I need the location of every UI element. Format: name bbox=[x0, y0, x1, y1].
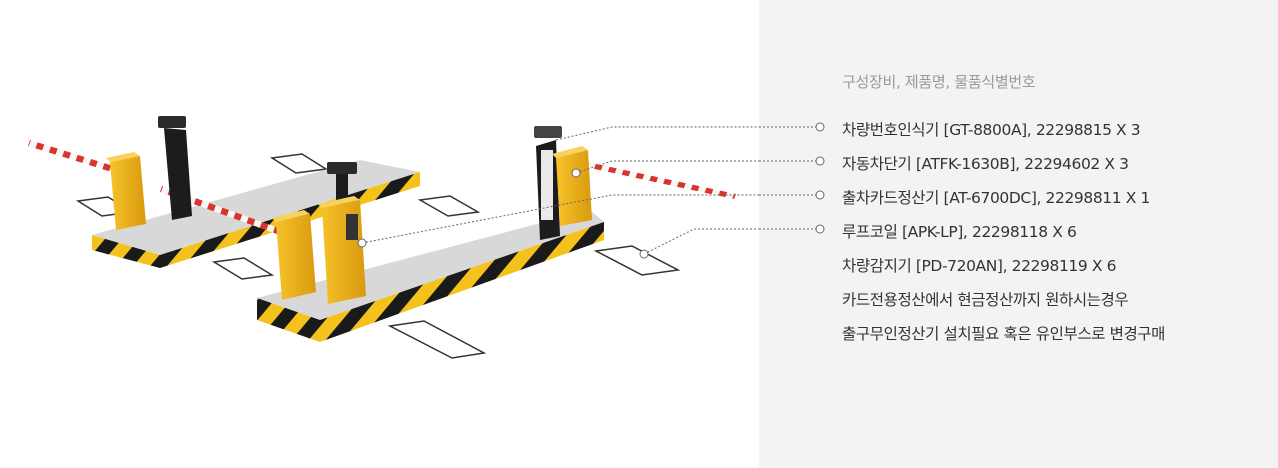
barrier-cabinet bbox=[552, 146, 592, 226]
plate-recognition-camera bbox=[327, 162, 357, 202]
plate-recognition-camera bbox=[158, 116, 192, 220]
barrier-cabinet bbox=[106, 152, 146, 230]
barrier-cabinet bbox=[272, 210, 316, 300]
barrier-arm bbox=[28, 140, 736, 238]
spec-note-2: 출구무인정산기 설치필요 혹은 유인부스로 변경구매 bbox=[842, 325, 1166, 343]
panel-leader-lines bbox=[759, 126, 816, 230]
spec-item-plate-recognizer: 차량번호인식기 [GT-8800A], 22298815 X 3 bbox=[842, 121, 1141, 139]
plate-recognition-camera bbox=[534, 126, 562, 240]
panel-title: 구성장비, 제품명, 물품식별번호 bbox=[842, 73, 1036, 91]
leader-markers bbox=[357, 168, 649, 259]
spec-panel: 구성장비, 제품명, 물품식별번호 차량번호인식기 [GT-8800A], 22… bbox=[759, 0, 1278, 468]
panel-markers bbox=[815, 122, 825, 234]
card-payment-machine bbox=[318, 196, 366, 304]
spec-item-loop-coil: 루프코일 [APK-LP], 22298118 X 6 bbox=[842, 223, 1077, 241]
spec-note-1: 카드전용정산에서 현금정산까지 원하시는경우 bbox=[842, 291, 1129, 309]
spec-item-auto-barrier: 자동차단기 [ATFK-1630B], 22294602 X 3 bbox=[842, 155, 1129, 173]
loop-coil bbox=[75, 153, 681, 359]
spec-item-vehicle-detector: 차량감지기 [PD-720AN], 22298119 X 6 bbox=[842, 257, 1117, 275]
leader-lines bbox=[361, 126, 759, 255]
parking-system-illustration bbox=[28, 116, 759, 359]
spec-item-exit-card-payment: 출차카드정산기 [AT-6700DC], 22298811 X 1 bbox=[842, 189, 1150, 207]
